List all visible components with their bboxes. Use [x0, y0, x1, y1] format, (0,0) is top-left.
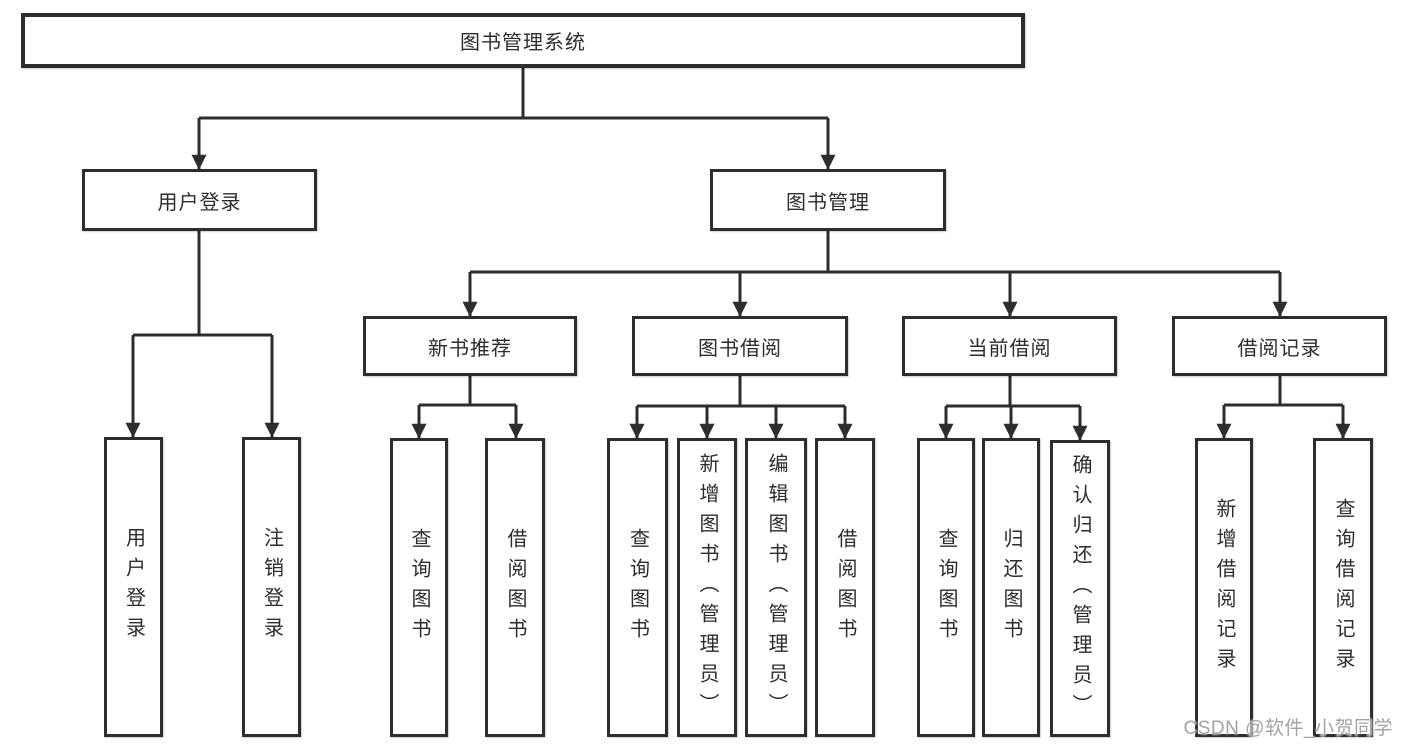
leaf-borrow-book-recommend: 借阅图书	[485, 438, 545, 737]
node-label: 查询图书	[626, 527, 649, 648]
node-label: 用户登录	[122, 527, 145, 647]
node-book-management: 图书管理	[710, 169, 946, 231]
node-label: 用户登录	[157, 191, 242, 214]
node-label: 借阅记录	[1237, 337, 1322, 360]
leaf-query-borrow-record: 查询借阅记录	[1313, 438, 1373, 737]
leaf-edit-book-admin: 编辑图书（管理员）	[745, 438, 807, 737]
node-label: 新增借阅记录	[1213, 497, 1235, 678]
leaf-query-book-recommend: 查询图书	[390, 438, 448, 737]
leaf-add-borrow-record: 新增借阅记录	[1195, 438, 1253, 737]
node-label: 新书推荐	[428, 337, 512, 360]
leaf-user-login: 用户登录	[104, 437, 163, 737]
node-label: 图书管理	[786, 191, 870, 214]
leaf-query-book-current: 查询图书	[917, 438, 975, 737]
node-new-book-recommend: 新书推荐	[363, 316, 577, 376]
node-current-borrow: 当前借阅	[902, 316, 1117, 376]
node-user-login: 用户登录	[82, 169, 317, 231]
csdn-watermark: CSDN @软件_小贺同学	[1183, 718, 1393, 739]
node-label: 当前借阅	[967, 337, 1052, 360]
node-label: 查询图书	[935, 527, 957, 648]
leaf-logout: 注销登录	[242, 437, 301, 737]
node-label: 查询图书	[408, 527, 430, 648]
leaf-confirm-return-admin: 确认归还（管理员）	[1050, 440, 1110, 737]
leaf-borrow-book: 借阅图书	[815, 438, 875, 737]
node-label: 编辑图书（管理员）	[765, 452, 787, 723]
node-label: 图书管理系统	[460, 32, 586, 54]
leaf-return-book: 归还图书	[982, 438, 1040, 737]
node-label: 借阅图书	[504, 527, 526, 648]
leaf-add-book-admin: 新增图书（管理员）	[677, 438, 737, 737]
leaf-query-book-borrow: 查询图书	[607, 438, 668, 737]
node-borrow-record: 借阅记录	[1172, 316, 1387, 376]
node-label: 注销登录	[260, 527, 283, 647]
node-label: 确认归还（管理员）	[1069, 453, 1091, 724]
node-label: 新增图书（管理员）	[696, 452, 718, 723]
node-root-library-system: 图书管理系统	[21, 13, 1025, 68]
node-label: 归还图书	[1000, 527, 1022, 648]
node-book-borrow: 图书借阅	[632, 316, 848, 376]
node-label: 借阅图书	[834, 527, 856, 648]
node-label: 查询借阅记录	[1332, 497, 1354, 678]
node-label: 图书借阅	[698, 337, 782, 360]
